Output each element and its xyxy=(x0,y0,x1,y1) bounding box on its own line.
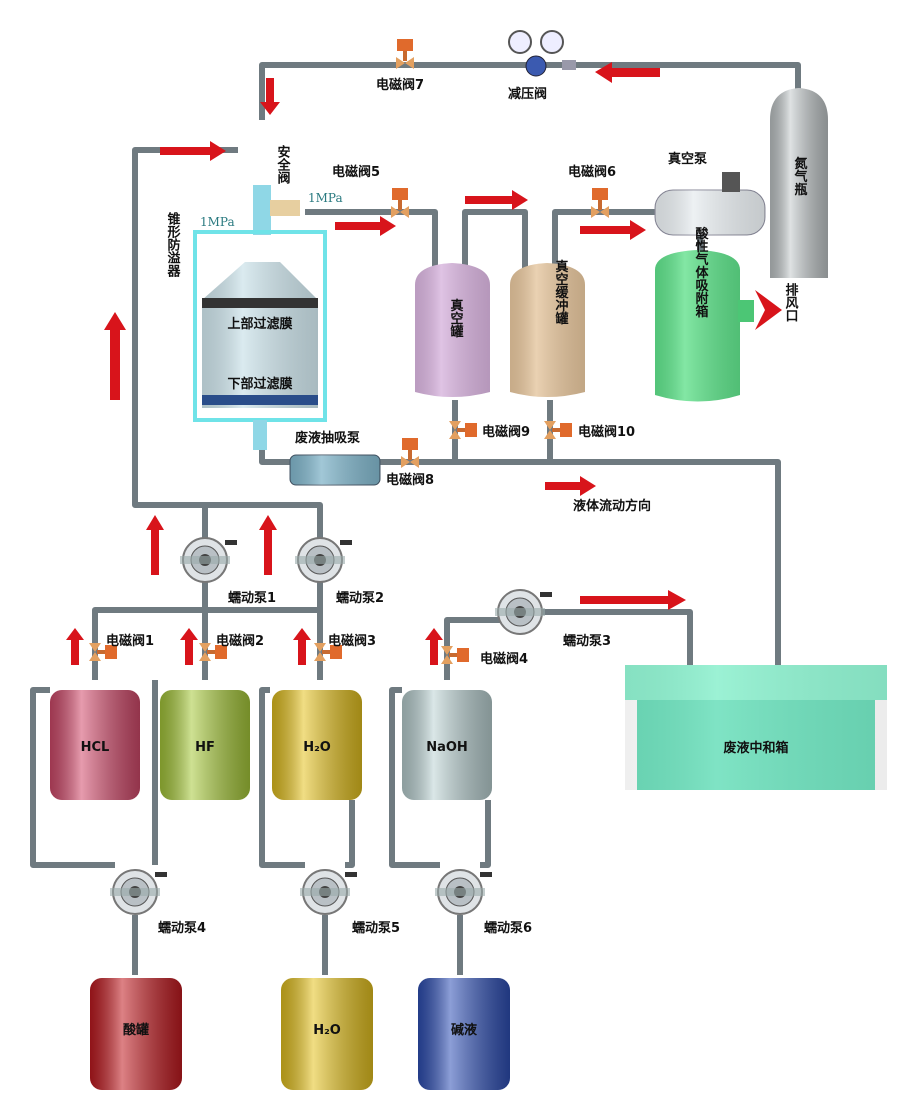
valve8-label: 电磁阀8 xyxy=(386,472,434,488)
valve1-label: 电磁阀1 xyxy=(106,633,154,649)
reducer-label: 减压阀 xyxy=(508,86,547,102)
waste-suction-pump[interactable]: 废液抽吸泵 xyxy=(289,430,381,486)
valve5-label: 电磁阀5 xyxy=(332,164,380,180)
peristaltic-pump-2[interactable] xyxy=(294,537,353,583)
overflow-label: 锥形防溢器 xyxy=(165,211,182,278)
pump4-label: 蠕动泵4 xyxy=(158,920,206,936)
upper-membrane-label: 上部过滤膜 xyxy=(227,316,292,332)
valve2-label: 电磁阀2 xyxy=(216,633,264,649)
arrow-down xyxy=(260,78,280,115)
tank-h2o-top: H₂O xyxy=(272,690,362,800)
vacuum-tank: 真空罐 xyxy=(415,263,490,397)
h2o-label: H₂O xyxy=(313,1023,341,1038)
h2o-label: H₂O xyxy=(303,740,331,755)
lower-membrane-label: 下部过滤膜 xyxy=(227,376,292,392)
valve4-label: 电磁阀4 xyxy=(480,651,528,667)
peristaltic-pump-3[interactable] xyxy=(494,589,553,635)
pressure-reducer: 减压阀 xyxy=(508,30,576,102)
tank-hcl: HCL xyxy=(50,690,140,800)
tank-hf: HF xyxy=(160,690,250,800)
nitrogen-label: 氮气瓶 xyxy=(792,156,808,197)
tank-naoh: NaOH xyxy=(402,690,492,800)
buffer-tank-label: 真空缓冲罐 xyxy=(553,259,570,326)
pump3-label: 蠕动泵3 xyxy=(563,633,611,649)
acid-box-label: 酸性气体吸附箱 xyxy=(693,226,709,319)
peristaltic-pump-1[interactable] xyxy=(179,537,238,583)
pump1-label: 蠕动泵1 xyxy=(228,590,276,606)
valve6-label: 电磁阀6 xyxy=(568,164,616,180)
lower-membrane xyxy=(202,395,318,405)
flow-direction-label: 液体流动方向 xyxy=(573,498,651,514)
pump6-label: 蠕动泵6 xyxy=(484,920,532,936)
mpa-label: 1MPa xyxy=(200,215,235,229)
exhaust-chevron xyxy=(755,290,782,330)
peristaltic-pump-4[interactable] xyxy=(109,869,168,915)
valve9-label: 电磁阀9 xyxy=(482,424,530,440)
arrow-right xyxy=(160,141,226,161)
acid-label: 酸罐 xyxy=(123,1022,149,1038)
vacuum-pump-label: 真空泵 xyxy=(668,151,707,167)
pump2-label: 蠕动泵2 xyxy=(336,590,384,606)
exhaust-label: 排风口 xyxy=(783,282,799,322)
buffer-tank: 真空缓冲罐 xyxy=(510,259,585,397)
vacuum-tank-label: 真空罐 xyxy=(448,298,465,339)
valve7-label: 电磁阀7 xyxy=(376,77,424,93)
flow-arrows xyxy=(66,62,782,665)
tank-alkali: 碱液 xyxy=(418,978,510,1090)
safety-valve-label: 安全阀 xyxy=(275,144,292,185)
upper-membrane xyxy=(202,298,318,308)
waste-box-label: 废液中和箱 xyxy=(723,740,788,756)
hf-label: HF xyxy=(195,740,215,755)
nitrogen-cylinder: 氮气瓶 xyxy=(770,88,828,278)
alkali-label: 碱液 xyxy=(451,1022,477,1038)
naoh-label: NaOH xyxy=(426,740,468,755)
waste-pump-label: 废液抽吸泵 xyxy=(295,430,360,446)
tank-acid: 酸罐 xyxy=(90,978,182,1090)
tank-h2o-bottom: H₂O xyxy=(281,978,373,1090)
vacuum-pump: 真空泵 xyxy=(654,151,766,236)
valve10-label: 电磁阀10 xyxy=(578,424,635,440)
arrow-up xyxy=(104,312,126,400)
mpa-label: 1MPa xyxy=(308,191,343,205)
valve3-label: 电磁阀3 xyxy=(328,633,376,649)
arrow-left xyxy=(595,62,660,83)
peristaltic-pump-5[interactable] xyxy=(299,869,358,915)
hcl-label: HCL xyxy=(81,740,110,755)
acid-gas-absorber: 酸性气体吸附箱 排风口 xyxy=(655,226,798,402)
pump5-label: 蠕动泵5 xyxy=(352,920,400,936)
peristaltic-pump-6[interactable] xyxy=(434,869,493,915)
waste-neutralization-box: 废液中和箱 xyxy=(625,665,887,790)
filter-assembly: 安全阀 1MPa 1MPa 上部过滤膜 下部过滤膜 锥形防溢器 xyxy=(165,144,343,450)
